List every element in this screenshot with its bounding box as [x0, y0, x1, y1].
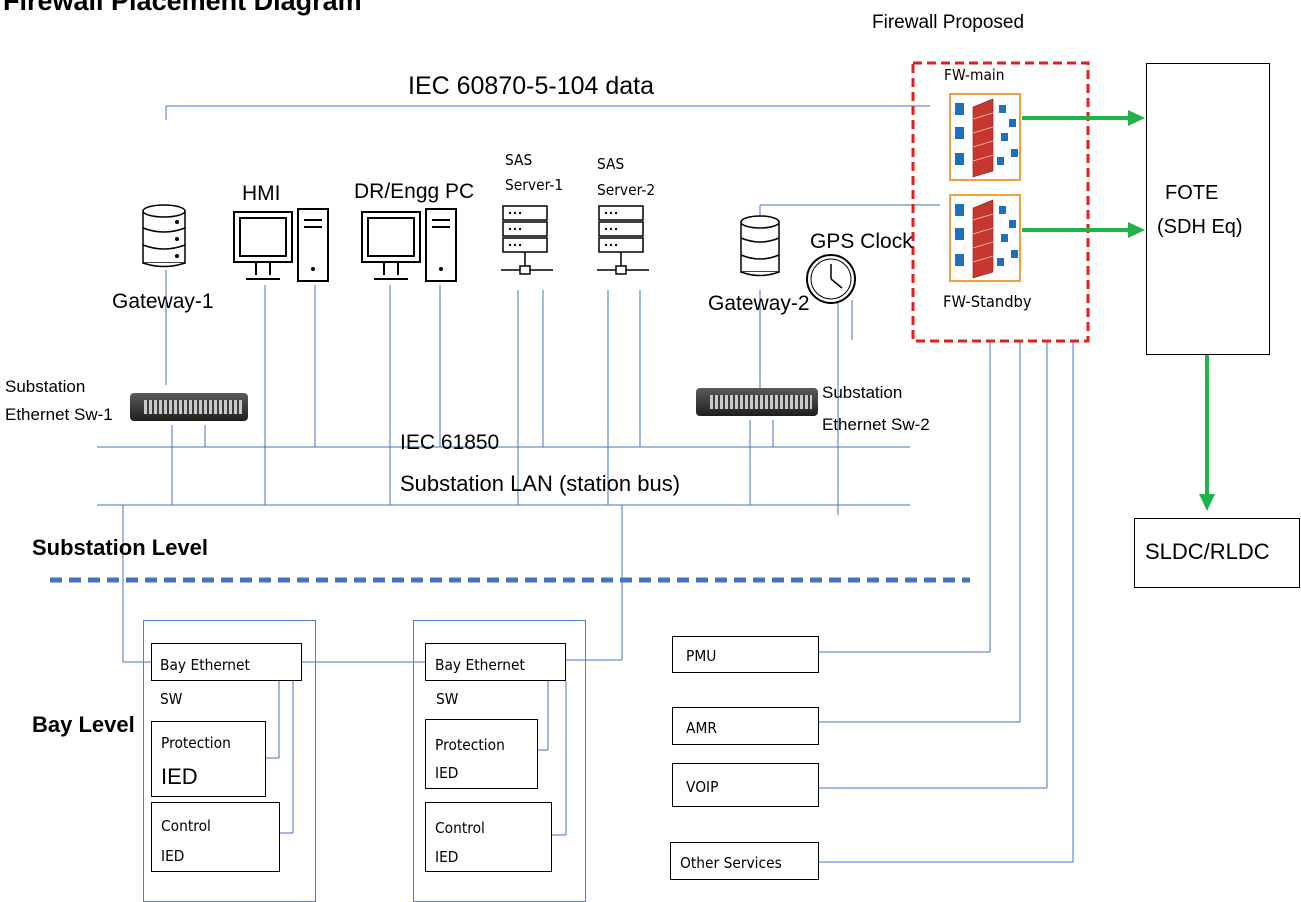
protection-ied-label-line2: IED	[435, 764, 459, 782]
sas2-label-line2: Server-2	[597, 181, 656, 199]
control-ied-label-line1: Control	[161, 817, 211, 835]
dr-pc-label: DR/Engg PC	[354, 180, 475, 203]
database-icon	[740, 215, 780, 277]
server-icon	[597, 205, 649, 275]
workstation-icon	[361, 208, 457, 282]
control-ied-label-line1: Control	[435, 819, 485, 837]
sw1-label-line1: Substation	[5, 377, 86, 396]
bay-switch-label: Bay Ethernet	[435, 656, 525, 674]
firewall-proposed-label: Firewall Proposed	[872, 12, 1025, 33]
protection-ied: Protection IED	[151, 721, 266, 797]
bay-switch-suffix: SW	[436, 690, 459, 708]
sas1-label-line1: SAS	[505, 151, 533, 169]
service-label: VOIP	[686, 778, 719, 796]
substation-level-label: Substation Level	[32, 535, 209, 560]
bay-ethernet-switch: Bay Ethernet	[425, 643, 566, 681]
service-pmu: PMU	[672, 636, 819, 673]
protection-ied: Protection IED	[425, 719, 538, 789]
service-label: AMR	[686, 719, 717, 737]
sas2-label-line1: SAS	[597, 155, 625, 173]
control-ied-label-line2: IED	[435, 848, 459, 866]
ethernet-switch-icon	[130, 393, 248, 421]
workstation-icon	[233, 208, 329, 282]
service-amr: AMR	[672, 707, 819, 745]
sw2-label-line2: Ethernet Sw-2	[822, 415, 930, 434]
sldc-rldc-label: SLDC/RLDC	[1145, 539, 1270, 564]
control-ied: Control IED	[151, 802, 280, 872]
protection-ied-label-line1: Protection	[161, 734, 231, 752]
service-label: Other Services	[680, 854, 782, 872]
firewall-icon	[949, 194, 1021, 282]
protection-ied-label-line2: IED	[161, 764, 198, 789]
ethernet-switch-icon	[696, 388, 818, 416]
bay-switch-label: Bay Ethernet	[160, 656, 250, 674]
firewall-icon	[949, 93, 1021, 181]
gps-clock-label: GPS Clock	[810, 230, 913, 253]
iec61850-label: IEC 61850	[400, 431, 500, 454]
sw1-label-line2: Ethernet Sw-1	[5, 405, 113, 424]
station-bus-label: Substation LAN (station bus)	[400, 471, 681, 496]
fote-label-line2: (SDH Eq)	[1157, 216, 1243, 238]
gateway2-label: Gateway-2	[708, 292, 810, 315]
sldc-rldc-box: SLDC/RLDC	[1134, 518, 1300, 588]
database-icon	[142, 204, 186, 268]
sas1-label-line2: Server-1	[505, 176, 564, 194]
gateway1-label: Gateway-1	[112, 290, 214, 313]
bay-ethernet-switch: Bay Ethernet	[151, 643, 302, 681]
sw2-label: Substation Ethernet Sw-2	[822, 377, 930, 441]
fote-box: FOTE (SDH Eq)	[1146, 63, 1270, 355]
service-other: Other Services	[670, 842, 819, 880]
bay-level-label: Bay Level	[32, 712, 135, 737]
diagram-title: Firewall Placement Diagram	[3, 0, 362, 16]
clock-icon	[806, 254, 856, 304]
control-ied: Control IED	[425, 802, 552, 872]
server-icon	[501, 205, 553, 275]
hmi-label: HMI	[242, 182, 281, 205]
iec104-label: IEC 60870-5-104 data	[408, 72, 655, 100]
protection-ied-label-line1: Protection	[435, 736, 505, 754]
service-voip: VOIP	[672, 763, 819, 807]
fote-label-line1: FOTE	[1165, 182, 1219, 204]
sw1-label: Substation Ethernet Sw-1	[5, 373, 113, 429]
service-label: PMU	[686, 647, 717, 665]
fw-main-label: FW-main	[944, 66, 1005, 84]
bay-switch-suffix: SW	[160, 690, 183, 708]
sw2-label-line1: Substation	[822, 383, 903, 402]
control-ied-label-line2: IED	[161, 847, 185, 865]
fw-standby-label: FW-Standby	[943, 292, 1032, 311]
